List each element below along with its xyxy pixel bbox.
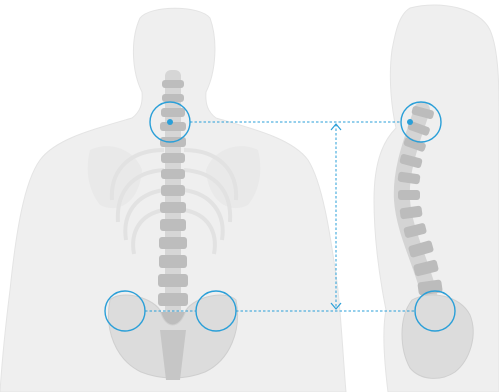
back-view-figure bbox=[0, 8, 346, 392]
side-view-figure bbox=[374, 5, 499, 392]
